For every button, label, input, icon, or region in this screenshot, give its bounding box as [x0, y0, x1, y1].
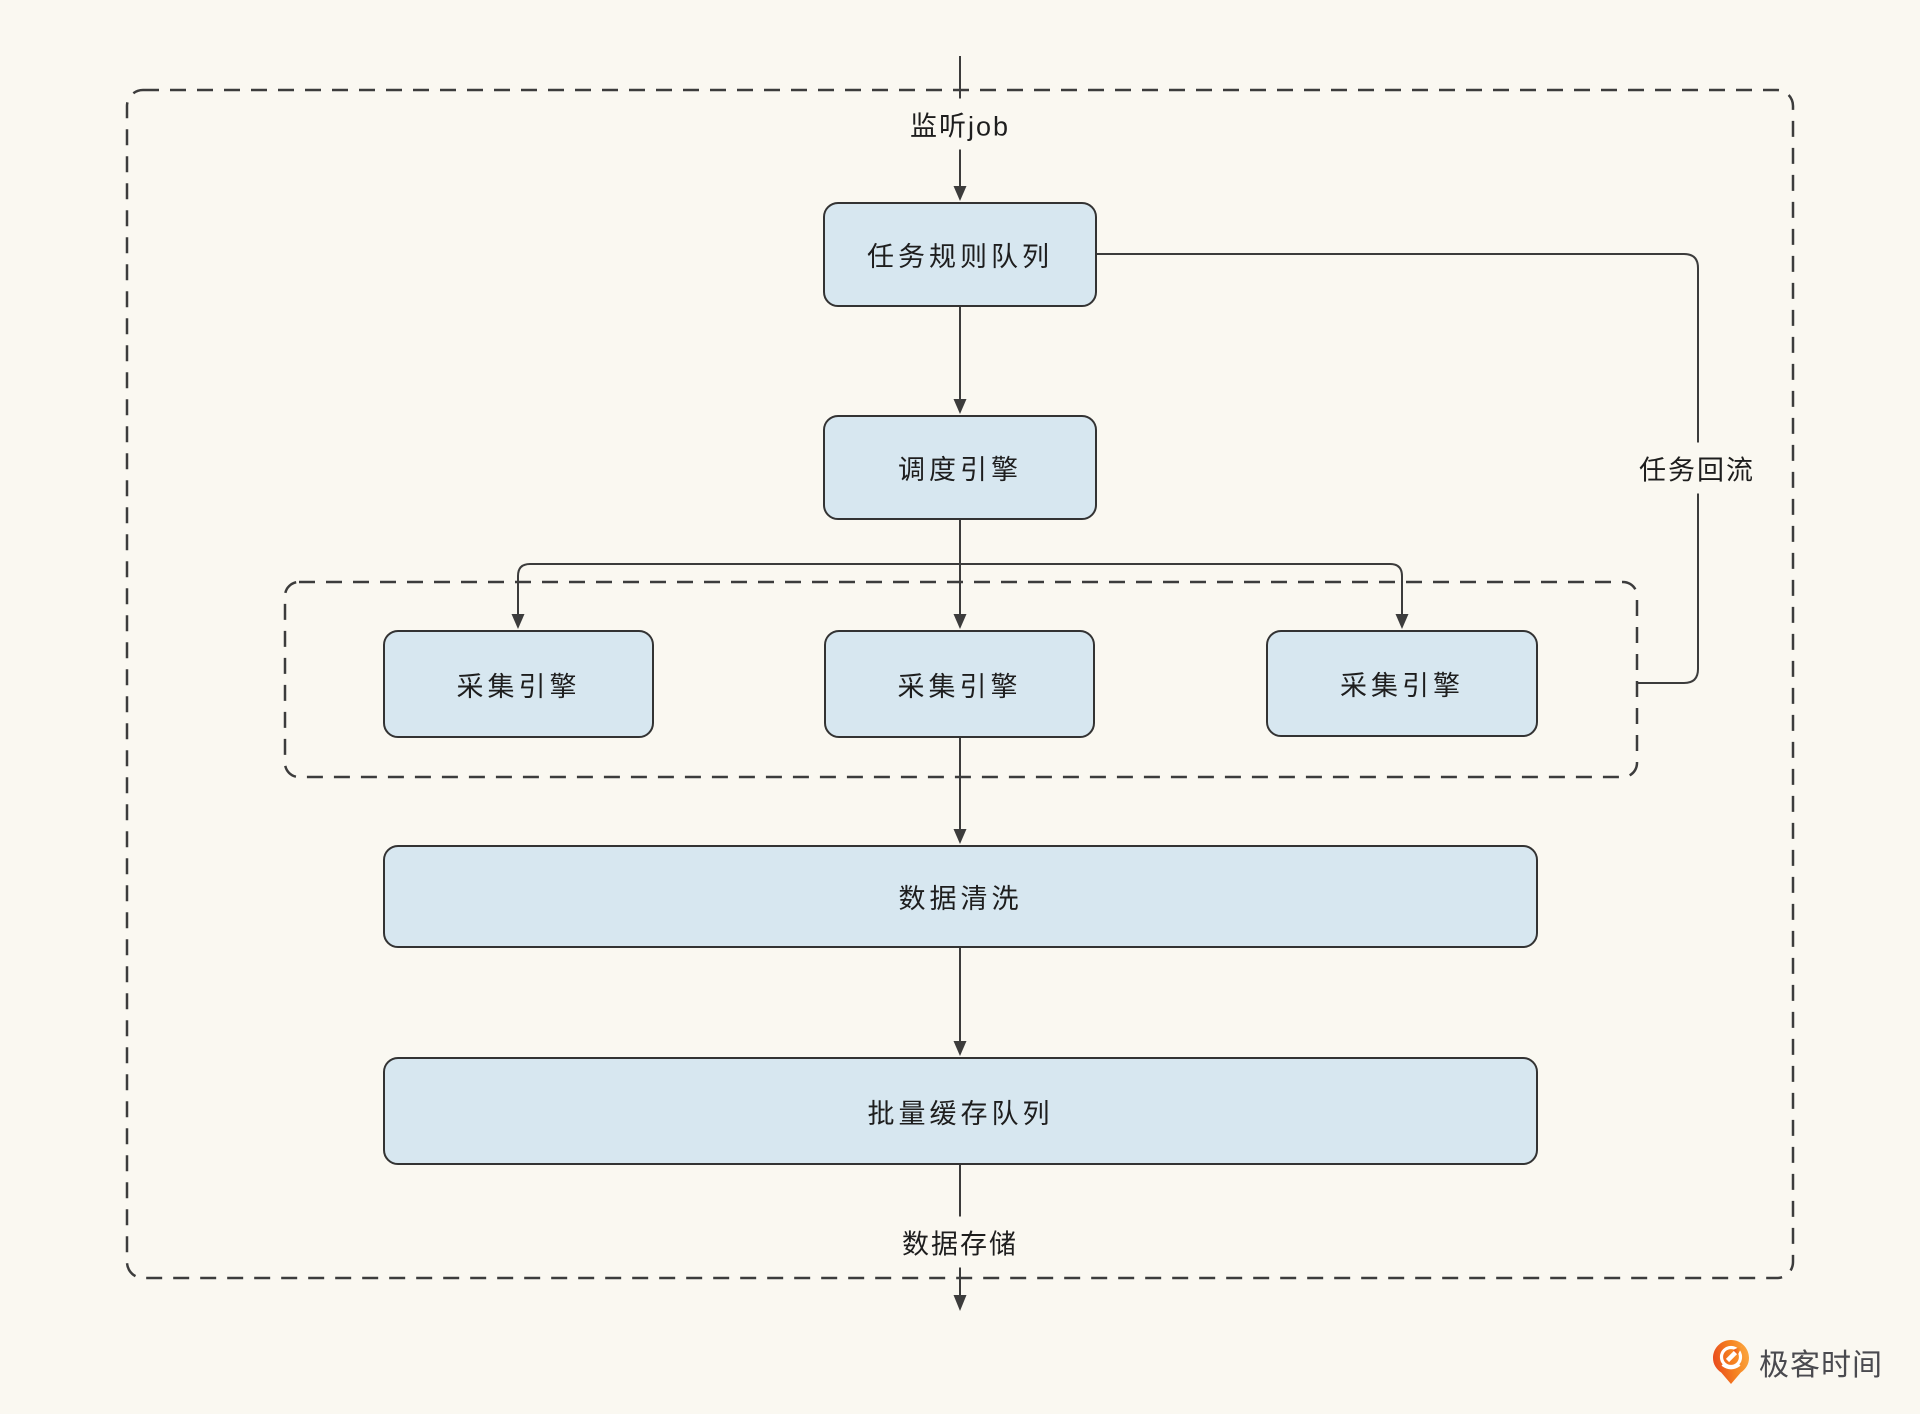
- arrowhead-collector-2: [953, 614, 967, 629]
- arrowhead-batch-cache: [953, 1041, 967, 1056]
- node-task-rule-queue: 任务规则队列: [823, 202, 1097, 307]
- arrowhead-queue-to-scheduler: [953, 399, 967, 414]
- node-data-cleaning: 数据清洗: [383, 845, 1538, 948]
- label-task-backflow: 任务回流: [1629, 442, 1765, 494]
- node-collection-engine-1: 采集引擎: [383, 630, 654, 738]
- arrowhead-data-cleaning: [953, 829, 967, 844]
- node-scheduling-engine: 调度引擎: [823, 415, 1097, 520]
- arrowhead-data-storage: [953, 1295, 967, 1311]
- label-listen-job: 监听job: [899, 98, 1021, 150]
- connector-scheduler-branch: [517, 563, 1403, 616]
- arrowhead-collector-3: [1395, 614, 1409, 629]
- connector-task-backflow: [1097, 253, 1699, 684]
- geektime-logo-icon: [1713, 1340, 1749, 1384]
- node-batch-cache-queue: 批量缓存队列: [383, 1057, 1538, 1165]
- arrowhead-listen-job: [953, 186, 967, 201]
- geektime-logo: 极客时间: [1712, 1338, 1883, 1386]
- label-data-storage: 数据存储: [892, 1216, 1028, 1268]
- geektime-logo-text: 极客时间: [1759, 1349, 1883, 1382]
- arrowhead-collector-1: [511, 614, 525, 629]
- node-collection-engine-2: 采集引擎: [824, 630, 1095, 738]
- node-collection-engine-3: 采集引擎: [1266, 630, 1538, 737]
